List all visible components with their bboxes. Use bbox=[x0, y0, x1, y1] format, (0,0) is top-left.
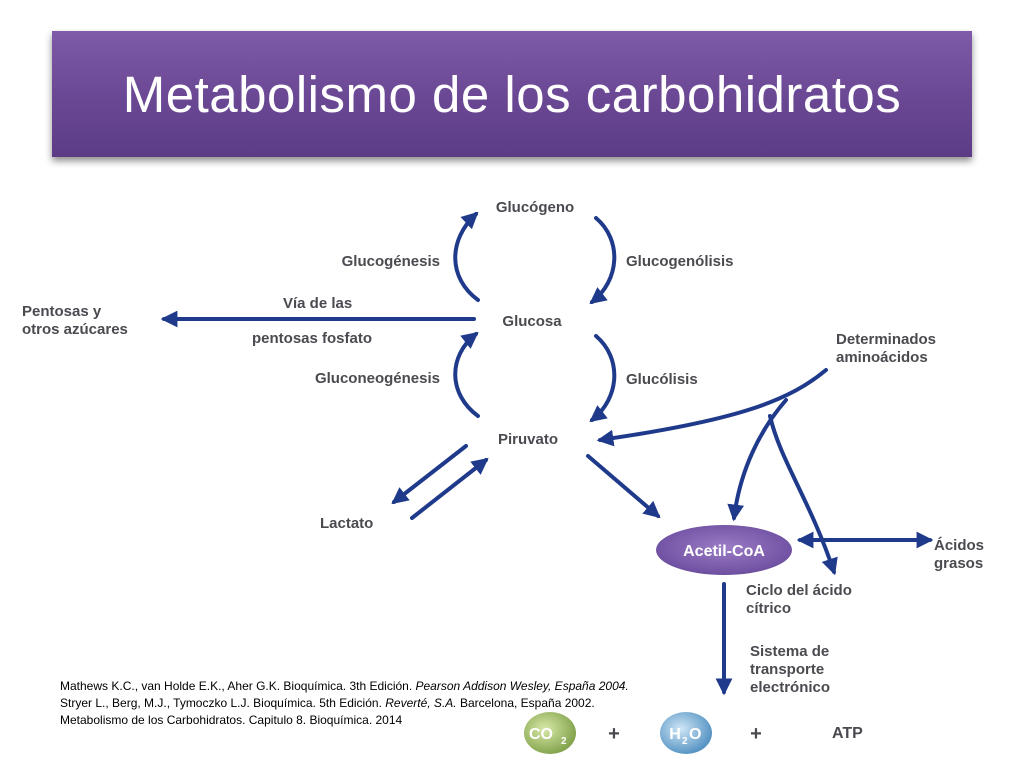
arrow-glucogenesis bbox=[453, 211, 480, 302]
co2-bubble bbox=[524, 712, 576, 754]
h2o-bubble bbox=[660, 712, 712, 754]
piruvato-label: Piruvato bbox=[498, 431, 558, 448]
h2o-subscript: 2 bbox=[682, 736, 688, 747]
reference-2-tail: Barcelona, España 2002. bbox=[456, 696, 595, 710]
sistema-label-1: Sistema de bbox=[750, 643, 829, 660]
co2-subscript: 2 bbox=[561, 736, 567, 747]
reference-3: Metabolismo de los Carbohidratos. Capitu… bbox=[60, 713, 403, 727]
arrow-glucolisis bbox=[589, 334, 617, 423]
ciclo-label-2: cítrico bbox=[746, 600, 791, 617]
aminoacidos-label-2: aminoácidos bbox=[836, 349, 928, 366]
glucogenesis-label: Glucogénesis bbox=[342, 253, 440, 270]
sistema-label-3: electrónico bbox=[750, 679, 830, 696]
references: Mathews K.C., van Holde E.K., Aher G.K. … bbox=[60, 678, 700, 729]
glucolisis-label: Glucólisis bbox=[626, 371, 698, 388]
glucogeno-label: Glucógeno bbox=[496, 199, 574, 216]
co2-label: CO bbox=[529, 726, 553, 743]
arrows bbox=[160, 211, 934, 696]
arrow-aa-piruvato bbox=[596, 368, 828, 447]
acetil-coa-node bbox=[656, 525, 792, 575]
glucosa-label: Glucosa bbox=[502, 313, 562, 330]
atp-label: ATP bbox=[832, 725, 863, 742]
pentosas-label-2: otros azúcares bbox=[22, 321, 128, 338]
arrow-to-lactato bbox=[391, 444, 468, 505]
aminoacidos-label-1: Determinados bbox=[836, 331, 936, 348]
glucogenolisis-label: Glucogenólisis bbox=[626, 253, 734, 270]
lactato-label: Lactato bbox=[320, 515, 373, 532]
arrow-aa-acetilcoa bbox=[727, 398, 788, 522]
arrow-from-lactato bbox=[410, 457, 489, 520]
slide-title: Metabolismo de los carbohidratos bbox=[122, 65, 902, 123]
h2o-label-o: O bbox=[689, 726, 701, 743]
via-pentosas-label-1: Vía de las bbox=[283, 295, 352, 312]
sistema-label-2: transporte bbox=[750, 661, 824, 678]
pentosas-label-1: Pentosas y bbox=[22, 303, 102, 320]
acetil-coa-label: Acetil-CoA bbox=[683, 543, 765, 560]
reference-1: Mathews K.C., van Holde E.K., Aher G.K. … bbox=[60, 678, 700, 695]
acidos-grasos-label-2: grasos bbox=[934, 555, 983, 572]
h2o-label-h: H bbox=[669, 726, 681, 743]
plus-sign-1: + bbox=[608, 723, 620, 745]
arrow-glucogenolisis bbox=[589, 216, 617, 305]
arrow-gluconeogenesis bbox=[453, 331, 480, 418]
reference-1-text: Mathews K.C., van Holde E.K., Aher G.K. … bbox=[60, 679, 416, 693]
reference-2-publisher: Reverté, S.A. bbox=[385, 696, 457, 710]
via-pentosas-label-2: pentosas fosfato bbox=[252, 330, 372, 347]
acidos-grasos-label-1: Ácidos bbox=[934, 537, 984, 554]
ciclo-label-1: Ciclo del ácido bbox=[746, 582, 852, 599]
gluconeogenesis-label: Gluconeogénesis bbox=[315, 370, 440, 387]
plus-sign-2: + bbox=[750, 723, 762, 745]
title-banner: Metabolismo de los carbohidratos bbox=[52, 31, 972, 157]
reference-1-publisher: Pearson Addison Wesley, España 2004. bbox=[415, 679, 629, 693]
reference-2-text: Stryer L., Berg, M.J., Tymoczko L.J. Bio… bbox=[60, 696, 386, 710]
reference-2: Stryer L., Berg, M.J., Tymoczko L.J. Bio… bbox=[60, 695, 700, 712]
arrow-to-acetilcoa bbox=[586, 454, 661, 519]
